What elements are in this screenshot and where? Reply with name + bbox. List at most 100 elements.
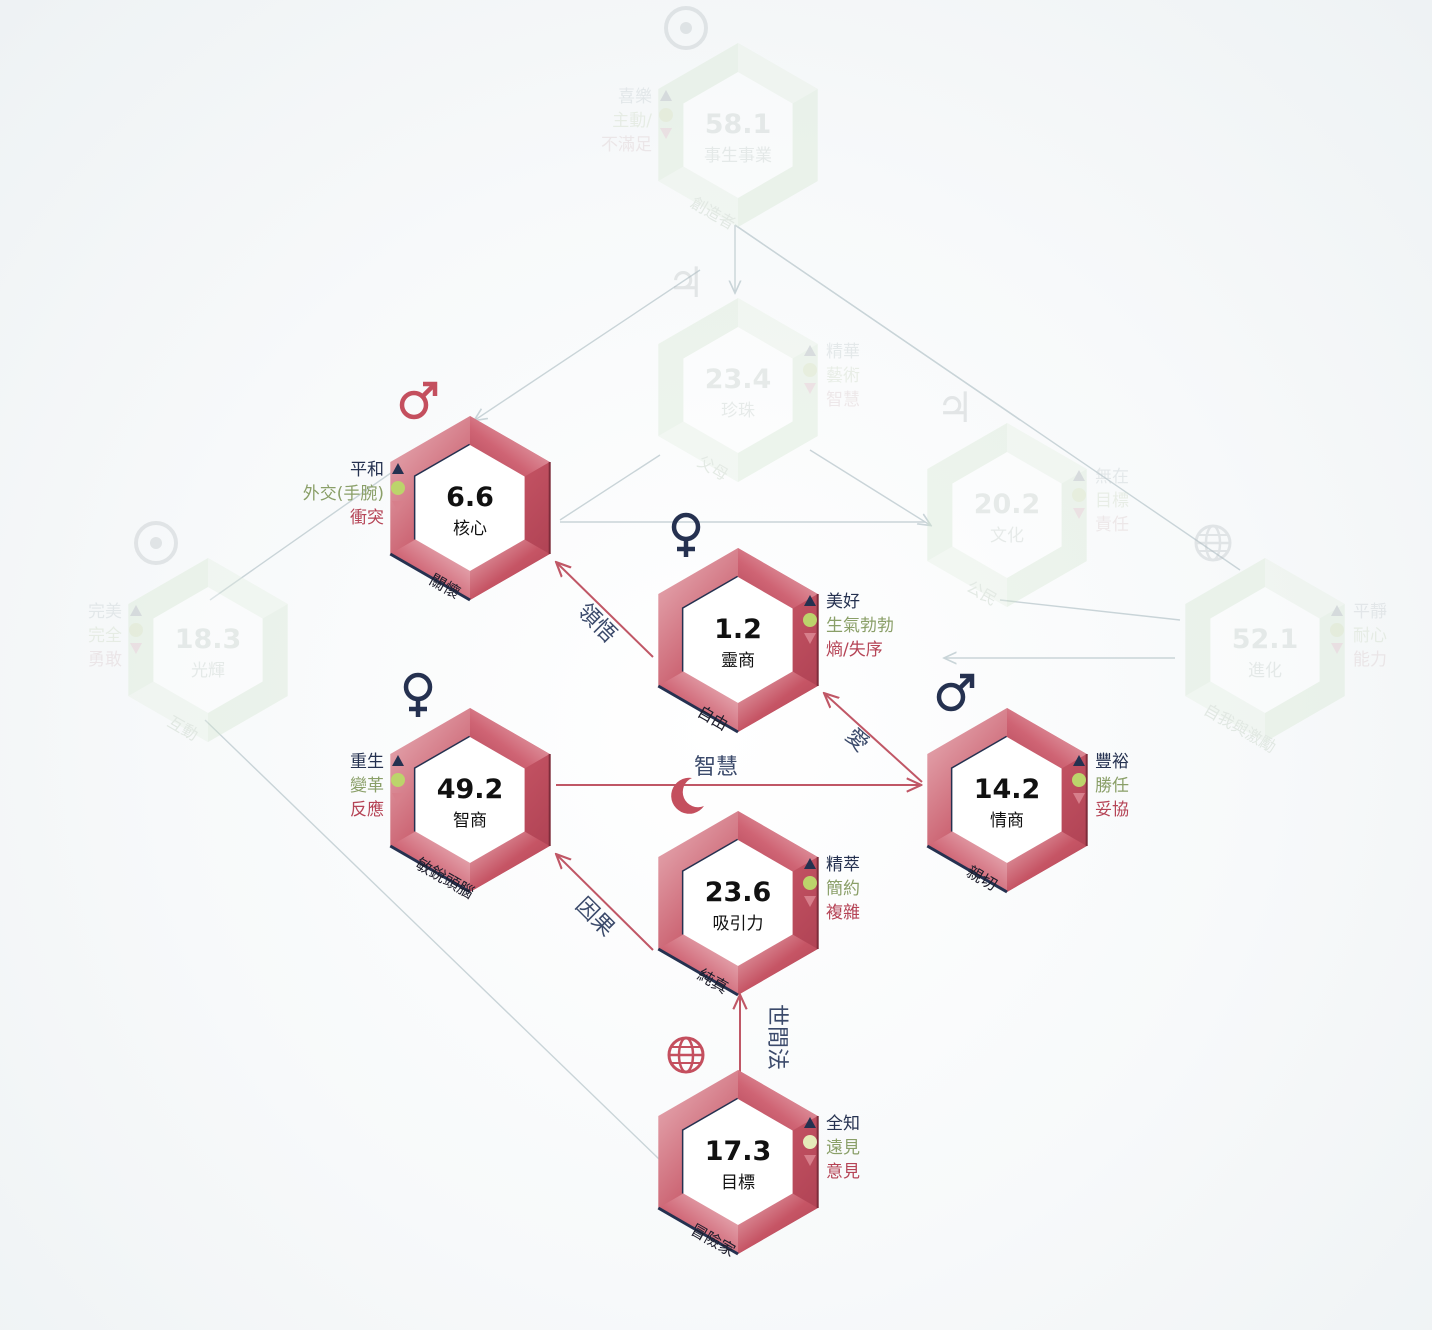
up-arrow-icon bbox=[392, 463, 404, 474]
status-dot-icon bbox=[1330, 623, 1344, 637]
hex-face bbox=[952, 737, 1062, 863]
hex-segment bbox=[738, 1193, 818, 1254]
hex-segment bbox=[1007, 423, 1087, 484]
side-label-down: 妥協 bbox=[1095, 800, 1129, 820]
node-name: 珍珠 bbox=[721, 401, 755, 421]
hex-segment bbox=[738, 421, 818, 482]
side-label-up: 無在 bbox=[1095, 467, 1129, 487]
mars-icon bbox=[399, 381, 438, 420]
hex-segment bbox=[738, 548, 818, 609]
hex-segment bbox=[1265, 681, 1345, 742]
side-label-mid: 簡約 bbox=[826, 879, 860, 899]
hex-segment bbox=[658, 1193, 738, 1254]
node-name: 進化 bbox=[1248, 661, 1282, 681]
background-connectors bbox=[204, 224, 1241, 1161]
side-label-down: 不滿足 bbox=[601, 135, 652, 155]
hex-segment bbox=[658, 166, 738, 227]
edge-yinguo bbox=[557, 855, 654, 951]
side-label-down: 責任 bbox=[1095, 515, 1129, 535]
side-label-up: 平和 bbox=[350, 460, 384, 480]
up-arrow-icon bbox=[392, 755, 404, 766]
hex-segment bbox=[927, 831, 1007, 892]
side-label-up: 精華 bbox=[826, 342, 860, 362]
status-dot-icon bbox=[391, 481, 405, 495]
down-arrow-icon bbox=[804, 896, 816, 907]
node-name: 光輝 bbox=[191, 661, 225, 681]
side-label-up: 平靜 bbox=[1353, 602, 1387, 622]
hex-segment bbox=[1265, 558, 1345, 619]
edge-label-lingwu: 領悟 bbox=[572, 599, 621, 648]
hex-segment bbox=[658, 934, 738, 995]
up-arrow-icon bbox=[804, 345, 816, 356]
hex-face bbox=[683, 327, 793, 453]
edge-label-ai: 愛 bbox=[840, 724, 873, 757]
status-dot-icon bbox=[1072, 773, 1086, 787]
hex-segment bbox=[470, 539, 550, 600]
down-arrow-icon bbox=[660, 128, 672, 139]
node-name: 吸引力 bbox=[713, 914, 764, 934]
hex-segment bbox=[738, 43, 818, 104]
hex-segment bbox=[658, 671, 738, 732]
up-arrow-icon bbox=[1331, 605, 1343, 616]
hex-face bbox=[415, 445, 525, 571]
side-label-mid: 遠見 bbox=[826, 1138, 860, 1158]
hex-segment bbox=[128, 681, 208, 742]
status-dot-icon bbox=[659, 108, 673, 122]
hex-segment bbox=[390, 539, 470, 600]
down-arrow-icon bbox=[392, 793, 404, 804]
side-label-down: 能力 bbox=[1353, 650, 1387, 670]
globe-icon bbox=[1194, 524, 1232, 562]
side-label-down: 意見 bbox=[826, 1162, 860, 1182]
side-label-mid: 主動/ bbox=[612, 111, 652, 131]
side-label-mid: 生氣勃勃 bbox=[826, 616, 894, 636]
side-label-mid: 藝術 bbox=[826, 366, 860, 386]
node-value: 49.2 bbox=[437, 774, 504, 805]
hex-segment bbox=[1007, 831, 1087, 892]
side-label-up: 重生 bbox=[350, 752, 384, 772]
node-name: 靈商 bbox=[721, 651, 755, 671]
side-label-up: 全知 bbox=[826, 1114, 860, 1134]
edge-ai bbox=[825, 694, 923, 783]
hex-face bbox=[952, 452, 1062, 578]
hex-segment bbox=[208, 558, 288, 619]
edge-label-yinguo: 因果 bbox=[570, 893, 619, 942]
down-arrow-icon bbox=[804, 383, 816, 394]
node-name: 核心 bbox=[453, 519, 487, 539]
up-arrow-icon bbox=[130, 605, 142, 616]
side-label-up: 精萃 bbox=[826, 855, 860, 875]
mars-icon bbox=[936, 673, 975, 712]
side-label-mid: 目標 bbox=[1095, 491, 1129, 511]
side-label-mid: 勝任 bbox=[1095, 776, 1129, 796]
up-arrow-icon bbox=[1073, 755, 1085, 766]
node-value: 14.2 bbox=[974, 774, 1041, 805]
side-label-mid: 完全 bbox=[88, 626, 122, 646]
up-arrow-icon bbox=[804, 1117, 816, 1128]
down-arrow-icon bbox=[1073, 793, 1085, 804]
up-arrow-icon bbox=[804, 595, 816, 606]
side-label-down: 反應 bbox=[350, 799, 384, 820]
side-label-mid: 外交(手腕) bbox=[303, 484, 384, 504]
side-label-up: 美好 bbox=[826, 592, 860, 612]
hex-segment bbox=[738, 1070, 818, 1131]
hex-frame bbox=[1185, 558, 1345, 742]
side-label-down: 智慧 bbox=[826, 390, 860, 410]
hex-segment bbox=[390, 831, 470, 892]
hex-segment bbox=[470, 416, 550, 477]
hex-frame bbox=[128, 558, 288, 742]
hex-segment bbox=[1185, 681, 1265, 742]
svg-text:♃: ♃ bbox=[936, 383, 974, 432]
status-dot-icon bbox=[803, 613, 817, 627]
hex-segment bbox=[1007, 546, 1087, 607]
down-arrow-icon bbox=[804, 633, 816, 644]
hex-segment bbox=[470, 831, 550, 892]
node-value: 6.6 bbox=[446, 482, 494, 513]
node-value: 23.4 bbox=[705, 364, 772, 395]
